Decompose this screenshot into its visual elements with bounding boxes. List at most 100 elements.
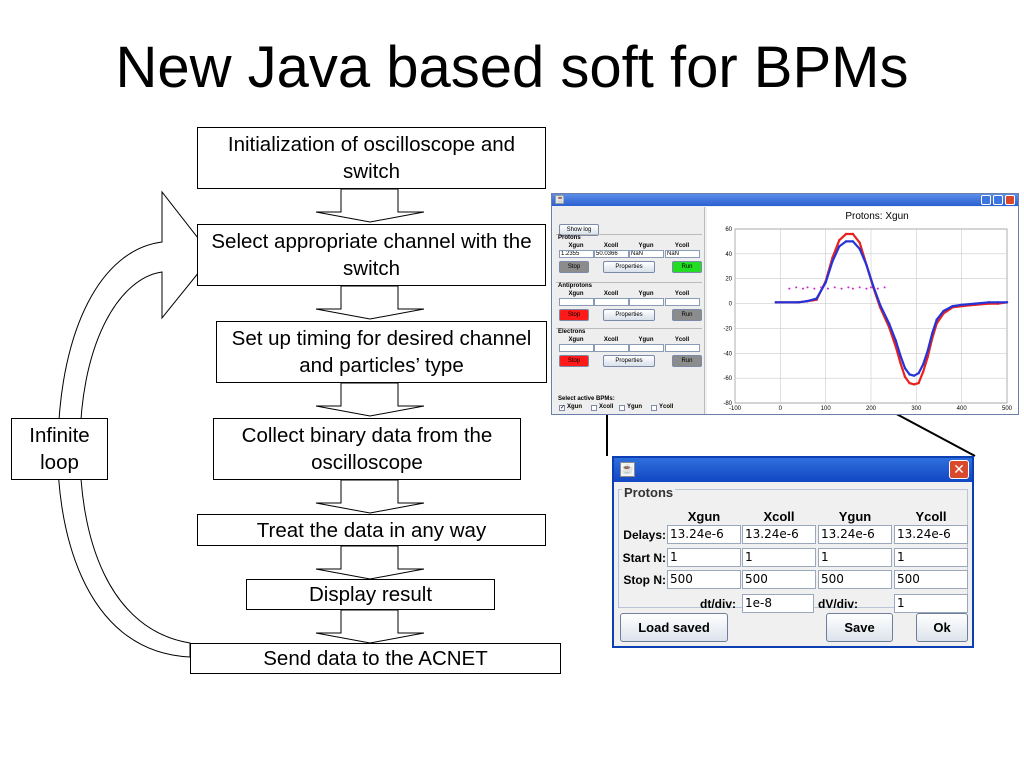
value-cell (559, 298, 594, 306)
down-arrow (315, 188, 425, 223)
series-point (987, 301, 991, 304)
loop-label: Infinite loop (29, 424, 90, 474)
load-saved-button[interactable]: Load saved (620, 613, 728, 642)
down-arrow (315, 545, 425, 580)
series-point (820, 286, 823, 289)
value-field[interactable]: 1 (742, 548, 816, 567)
value-field[interactable]: 500 (667, 570, 741, 589)
stop-button[interactable]: Stop (559, 355, 589, 367)
save-button[interactable]: Save (826, 613, 893, 642)
column-header: Xgun (687, 509, 721, 524)
y-tick-label: 40 (725, 252, 732, 258)
chart-title: Protons: Xgun (845, 211, 908, 222)
show-log-button[interactable]: Show log (559, 224, 599, 236)
series-point (788, 287, 791, 290)
column-header: Ygun (638, 243, 654, 249)
value-cell (665, 298, 700, 306)
column-header: Xcoll (603, 291, 619, 297)
series-point (1005, 301, 1009, 304)
close-icon[interactable]: ✕ (949, 460, 969, 479)
group-name: Electrons (558, 329, 586, 335)
series-point (996, 301, 1000, 304)
value-field[interactable]: 13.24e-6 (742, 525, 816, 544)
value-field[interactable]: 1 (894, 548, 968, 567)
series-point (926, 349, 929, 352)
series-point (917, 381, 920, 385)
series-point (806, 299, 809, 303)
series-point (887, 322, 891, 325)
series-point (921, 363, 925, 366)
value-field[interactable]: 1 (667, 548, 741, 567)
column-header: Xgun (568, 243, 584, 249)
run-button[interactable]: Run (672, 309, 702, 321)
maximize-icon[interactable] (993, 195, 1003, 205)
java-icon: ☕ (555, 195, 565, 204)
y-tick-label: 60 (725, 227, 732, 233)
column-header: Ygun (638, 337, 654, 343)
dt-field[interactable]: 1e-8 (742, 594, 814, 613)
column-header: Xcoll (603, 337, 619, 343)
value-field[interactable]: 13.24e-6 (818, 525, 892, 544)
properties-button[interactable]: Properties (603, 261, 655, 273)
value-field[interactable]: 500 (894, 570, 968, 589)
series-point (899, 362, 902, 365)
dt-label: dt/div: (700, 597, 736, 611)
value-field[interactable]: 500 (742, 570, 816, 589)
run-button[interactable]: Run (672, 261, 702, 273)
dv-field[interactable]: 1 (894, 594, 968, 613)
stop-button[interactable]: Stop (559, 309, 589, 321)
series-point (858, 286, 861, 289)
bpm-checkbox[interactable] (591, 405, 597, 411)
x-tick-label: 400 (957, 406, 968, 412)
bpm-checkbox[interactable] (651, 405, 657, 411)
column-header: Ygun (838, 509, 872, 524)
series-point (903, 367, 907, 370)
value-field[interactable]: 13.24e-6 (667, 525, 741, 544)
down-arrow (315, 382, 425, 417)
value-field[interactable]: 500 (818, 570, 892, 589)
value-cell (629, 298, 664, 306)
value-field[interactable]: 1 (818, 548, 892, 567)
slide-title: New Java based soft for BPMs (115, 35, 909, 100)
properties-button[interactable]: Properties (603, 355, 655, 367)
value-cell (559, 344, 594, 352)
series-point (831, 260, 834, 263)
properties-button[interactable]: Properties (603, 309, 655, 321)
step-init: Initialization of oscilloscope and switc… (197, 127, 546, 189)
step-treat: Treat the data in any way (197, 514, 546, 546)
group-divider (556, 234, 702, 235)
series-point (851, 232, 855, 236)
properties-dialog: ☕ ✕ Protons dt/div: 1e-8 dV/div: 1 Load … (612, 456, 974, 648)
bpm-checkbox[interactable] (619, 405, 625, 411)
series-point (774, 301, 777, 304)
x-tick-label: 200 (866, 406, 877, 412)
series-point (795, 286, 798, 289)
value-cell: NaN (665, 250, 700, 258)
series-point (838, 245, 841, 248)
run-button[interactable]: Run (672, 355, 702, 367)
series-point (838, 238, 841, 242)
ok-button[interactable]: Ok (916, 613, 968, 642)
series-point (847, 286, 850, 289)
step-select-channel: Select appropriate channel with the swit… (197, 224, 546, 286)
app-title-bar: ☕ (552, 194, 1018, 206)
series-point (802, 287, 804, 290)
value-field[interactable]: 13.24e-6 (894, 525, 968, 544)
series-point (876, 287, 879, 290)
stop-button[interactable]: Stop (559, 261, 589, 273)
y-tick-label: -60 (723, 376, 732, 382)
step-label: Collect binary data from the oscilloscop… (241, 424, 493, 474)
minimize-icon[interactable] (981, 195, 991, 205)
group-divider (556, 282, 702, 283)
y-tick-label: -40 (723, 351, 732, 357)
step-timing: Set up timing for desired channel and pa… (216, 321, 547, 383)
dialog-title-bar: ☕ ✕ (614, 458, 972, 482)
series-point (865, 263, 868, 267)
series-point (813, 287, 816, 290)
close-icon[interactable] (1005, 195, 1015, 205)
bpm-checkbox[interactable]: ✓ (559, 405, 566, 411)
value-cell: NaN (629, 250, 664, 258)
series-point (942, 309, 945, 313)
bpm-checkbox-label: Ygun (627, 404, 642, 410)
